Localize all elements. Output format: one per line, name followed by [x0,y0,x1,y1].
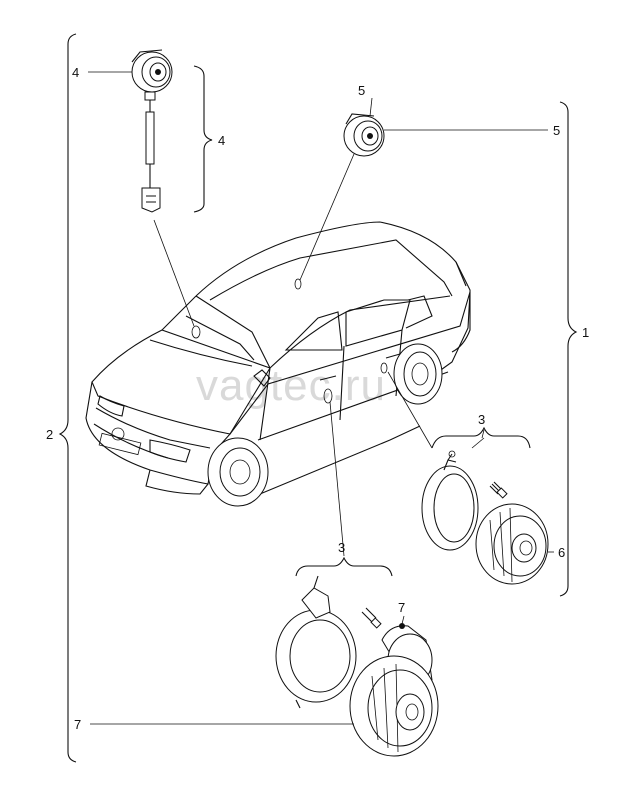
label-6: 6 [558,545,565,560]
bracket-1 [559,101,578,597]
bracket-2 [58,33,77,763]
bracket-3-lower [295,556,393,577]
speaker-6 [475,503,549,585]
label-4-left: 4 [72,65,79,80]
label-7-left: 7 [74,717,81,732]
bracket-4 [193,65,213,213]
label-3-upper: 3 [478,412,485,427]
woofer-7 [349,623,439,757]
label-2: 2 [46,427,53,442]
leader-lines [88,71,554,725]
screw-upper [489,481,508,499]
bracket-3-upper [431,426,531,449]
label-1: 1 [582,325,589,340]
label-3-lower: 3 [338,540,345,555]
screw-lower [361,607,382,629]
watermark-text: vagtec.ru [196,361,386,410]
label-5-top: 5 [358,83,365,98]
tweeter-5 [343,113,385,157]
label-4-bracket: 4 [218,133,225,148]
label-5-right: 5 [553,123,560,138]
car-illustration [85,221,471,507]
tweeter-with-cable [131,49,173,213]
speaker-ring-lower [275,575,357,709]
label-7-top: 7 [398,600,405,615]
speaker-ring-upper [421,450,479,551]
